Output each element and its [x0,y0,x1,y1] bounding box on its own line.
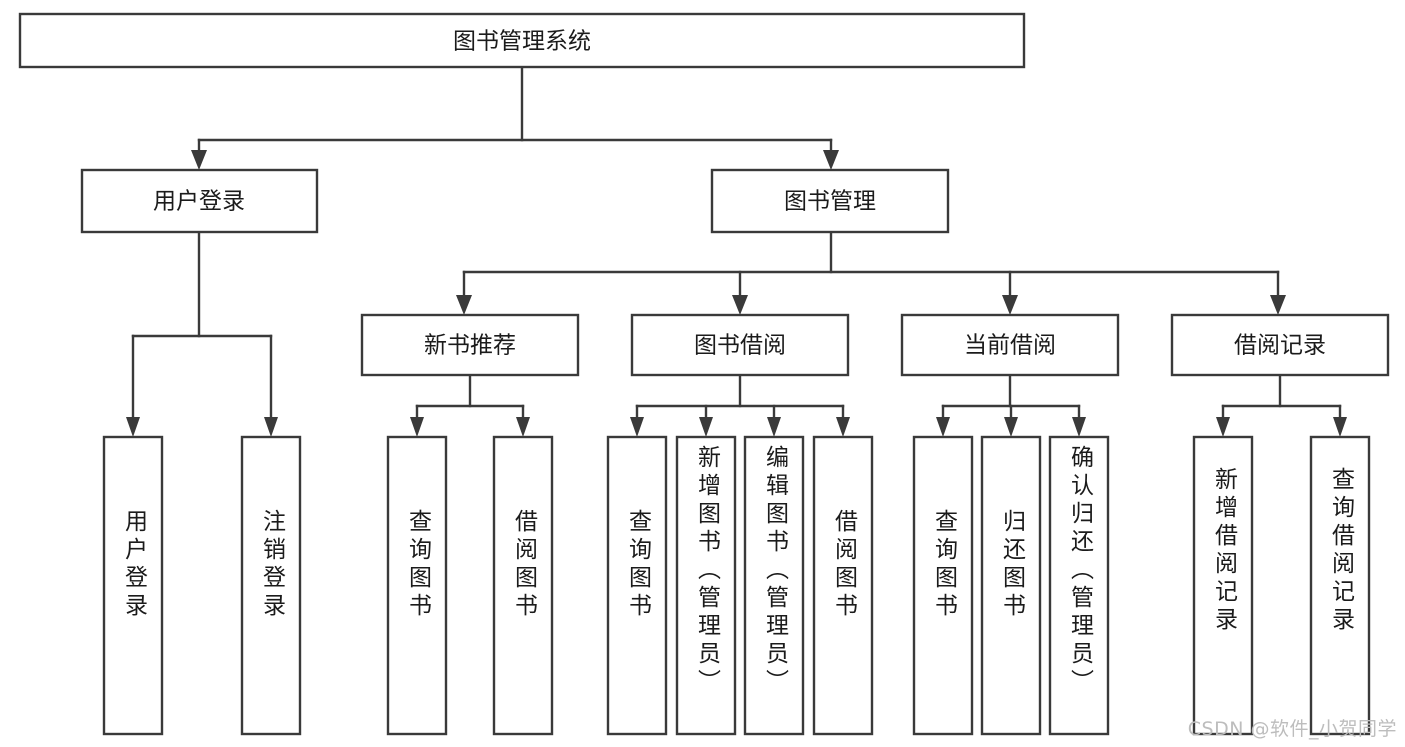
leaf-box-query-book-a[interactable] [386,435,448,736]
arrow-to-leaf-add-book [699,417,713,437]
arrow-to-book-manage [823,150,839,170]
node-root-label: 图书管理系统 [453,29,591,55]
leaf-box-borrow-book-a[interactable] [492,435,554,736]
arrow-to-leaf-user-login [126,417,140,437]
leaf-box-add-book[interactable] [675,435,737,736]
arrow-to-leaf-confirm-return [1072,417,1086,437]
node-current-borrow-box[interactable] [900,313,1120,377]
arrow-to-leaf-user-logout [264,417,278,437]
node-book-borrow-label: 图书借阅 [694,333,786,359]
connector-layer [126,65,1347,437]
arrow-to-leaf-query-book-a [410,417,424,437]
node-root-box[interactable] [18,12,1026,69]
arrow-to-leaf-query-book-c [936,417,950,437]
leaf-box-add-record[interactable] [1192,435,1254,736]
leaf-box-query-record[interactable] [1309,435,1371,736]
node-current-borrow-label: 当前借阅 [964,333,1056,359]
node-user-login-box[interactable] [80,168,319,234]
node-new-book-box[interactable] [360,313,580,377]
arrow-to-book-borrow [732,295,748,315]
leaf-box-query-book-b[interactable] [606,435,668,736]
arrow-to-borrow-record [1270,295,1286,315]
arrow-to-new-book [456,295,472,315]
arrow-to-leaf-edit-book [767,417,781,437]
arrow-to-leaf-query-record [1333,417,1347,437]
arrow-to-user-login [191,150,207,170]
csdn-watermark: CSDN @软件_小贺同学 [1187,718,1397,740]
arrow-to-leaf-borrow-book-b [836,417,850,437]
arrow-to-leaf-query-book-b [630,417,644,437]
node-book-borrow-box[interactable] [630,313,850,377]
node-borrow-record-label: 借阅记录 [1234,333,1326,359]
leaf-box-borrow-book-b[interactable] [812,435,874,736]
node-user-login-label: 用户登录 [153,189,245,215]
node-book-manage-box[interactable] [710,168,950,234]
arrow-to-leaf-add-record [1216,417,1230,437]
node-new-book-label: 新书推荐 [424,333,516,359]
node-layer: 图书管理系统 用户登录 图书管理 新书推荐 图书借阅 当前借阅 借阅记录 [18,12,1390,736]
node-book-manage-label: 图书管理 [784,189,876,215]
arrow-to-leaf-borrow-book-a [516,417,530,437]
arrow-to-leaf-return-book [1004,417,1018,437]
leaf-box-confirm-return[interactable] [1048,435,1110,736]
leaf-box-return-book[interactable] [980,435,1042,736]
arrow-to-current-borrow [1002,295,1018,315]
node-borrow-record-box[interactable] [1170,313,1390,377]
leaf-box-user-login[interactable] [102,435,164,736]
leaf-box-user-logout[interactable] [240,435,302,736]
leaf-box-query-book-c[interactable] [912,435,974,736]
leaf-box-edit-book[interactable] [743,435,805,736]
